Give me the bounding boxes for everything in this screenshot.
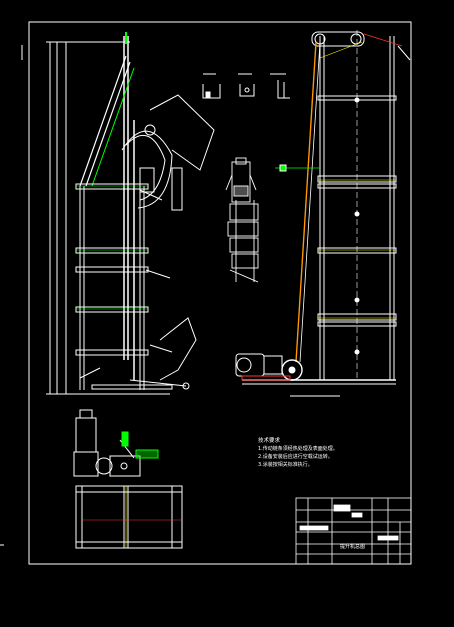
drawing-name: 提升机总图 [340, 543, 365, 550]
head-sprocket [350, 33, 362, 45]
tail-linkage [129, 379, 187, 387]
head-sprocket-housing [311, 31, 365, 47]
notes-line: 2.设备安装后应进行空载试运转。 [258, 453, 333, 460]
title-stamp [351, 512, 363, 518]
title-stamp [333, 504, 351, 512]
title-block: 提升机总图 [295, 497, 412, 565]
dimension-line [397, 45, 411, 61]
detail-section-b [238, 73, 255, 97]
feed-hopper [159, 317, 197, 381]
callout-leader [149, 344, 173, 353]
notes-line: 1.传动链条须经热处理及表面处理。 [258, 445, 338, 452]
left-elevation-view [46, 32, 215, 395]
drive-chain-return [299, 41, 321, 363]
green-callout [121, 431, 129, 447]
bolt [354, 211, 360, 217]
detail-section-c [270, 73, 290, 99]
drive-sprocket-plan [95, 457, 113, 475]
drive-chain [295, 41, 317, 363]
frame-plan-outline [75, 485, 183, 549]
right-elevation-view [235, 30, 411, 397]
bolt [354, 349, 360, 355]
head-pulley [144, 124, 156, 136]
motor-cap [79, 409, 93, 419]
shaft-end [120, 462, 128, 470]
detail-section-a [202, 73, 221, 99]
title-stamp [377, 535, 399, 541]
horizontal-beams [75, 183, 149, 356]
side-plate [171, 167, 183, 211]
notes-heading: 技术要求 [258, 436, 281, 444]
discharge-chute [125, 135, 166, 201]
gear-motor-plan [75, 417, 97, 453]
callout-leader [145, 269, 171, 279]
chain-span [319, 41, 363, 59]
bolt [354, 97, 360, 103]
discharge-chute-outer [121, 130, 173, 209]
callout-leader [79, 367, 101, 379]
bucket-assembly-detail [225, 157, 259, 283]
technical-notes: 技术要求 1.传动链条须经热处理及表面处理。 2.设备安装后应进行空载试运转。 … [258, 436, 338, 468]
base-plate [91, 384, 173, 390]
callout-leader [139, 189, 163, 201]
title-stamp [299, 525, 329, 531]
title-block-border [295, 497, 412, 565]
shaft-housing [109, 455, 141, 477]
incline-member [79, 55, 127, 187]
incline-chain [91, 67, 135, 187]
coupling-housing [73, 451, 99, 477]
hopper-outline [149, 94, 215, 171]
dimension-red [363, 33, 403, 47]
notes-line: 3.涂装按相关标准执行。 [258, 461, 313, 468]
green-callout [135, 449, 159, 459]
bolt [354, 297, 360, 303]
discharge-box [139, 167, 155, 193]
detail-sections [202, 73, 290, 99]
drive-motor [235, 353, 303, 381]
callout-marker [279, 164, 287, 172]
drawing-border [28, 21, 412, 565]
incline-member [85, 61, 131, 187]
plan-view [73, 409, 183, 549]
